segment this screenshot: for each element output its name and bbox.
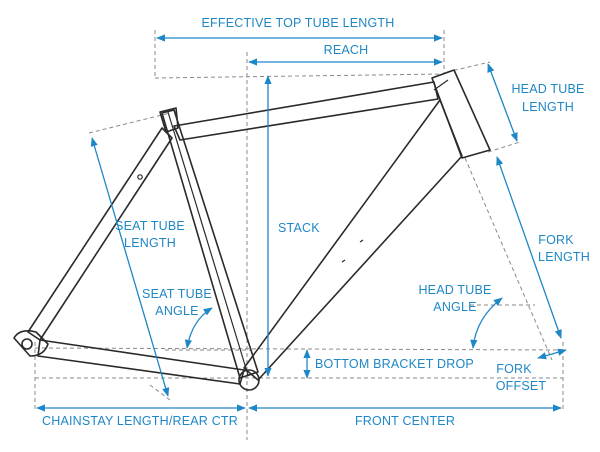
top-tube bbox=[173, 81, 439, 141]
seat-tube-angle-label-line2: ANGLE bbox=[155, 304, 198, 318]
seat-tube-length-label-line2: LENGTH bbox=[124, 236, 176, 250]
fork-length-arrow bbox=[496, 156, 562, 339]
effective-top-tube-length-label: EFFECTIVE TOP TUBE LENGTH bbox=[201, 16, 394, 30]
chainstay-length-label: CHAINSTAY LENGTH/REAR CTR bbox=[42, 414, 238, 428]
seat-tube-angle-arc bbox=[184, 307, 213, 349]
fork-offset-arrow bbox=[537, 348, 567, 360]
seat-tube-length-label-line1: SEAT TUBE bbox=[115, 219, 185, 233]
chain-stay bbox=[37, 339, 245, 385]
head-tube bbox=[431, 69, 491, 159]
head-tube-angle-label-line2: ANGLE bbox=[433, 300, 476, 314]
head-tube-angle-arc bbox=[470, 297, 503, 349]
head-tube-length-label-line2: LENGTH bbox=[522, 100, 574, 114]
bottom-bracket bbox=[238, 369, 260, 391]
bike-frame bbox=[13, 69, 491, 391]
stack-label: STACK bbox=[278, 221, 320, 235]
fork-length-label-line2: LENGTH bbox=[538, 250, 590, 264]
seat-tube-angle-label-line1: SEAT TUBE bbox=[142, 287, 212, 301]
seat-clamp bbox=[159, 107, 179, 133]
seat-tube-length-arrow bbox=[90, 137, 170, 397]
front-center-label: FRONT CENTER bbox=[355, 414, 455, 428]
fork-length-label-line1: FORK bbox=[538, 233, 574, 247]
fork-offset-label-line2: OFFSET bbox=[496, 379, 547, 393]
fork-offset-label-line1: FORK bbox=[496, 362, 532, 376]
rear-dropout bbox=[13, 330, 49, 357]
reference-lines bbox=[34, 30, 564, 440]
head-tube-length-label-line1: HEAD TUBE bbox=[511, 82, 584, 96]
dimension-labels: EFFECTIVE TOP TUBE LENGTH REACH HEAD TUB… bbox=[42, 16, 590, 428]
head-tube-length-arrow bbox=[487, 63, 518, 142]
seat-stay bbox=[27, 127, 173, 341]
down-tube bbox=[243, 99, 463, 381]
dimension-arrows bbox=[36, 34, 567, 412]
bottom-bracket-drop-label: BOTTOM BRACKET DROP bbox=[315, 357, 474, 371]
head-tube-angle-label-line1: HEAD TUBE bbox=[418, 283, 491, 297]
seat-tube bbox=[161, 109, 259, 379]
reach-label: REACH bbox=[324, 43, 369, 57]
